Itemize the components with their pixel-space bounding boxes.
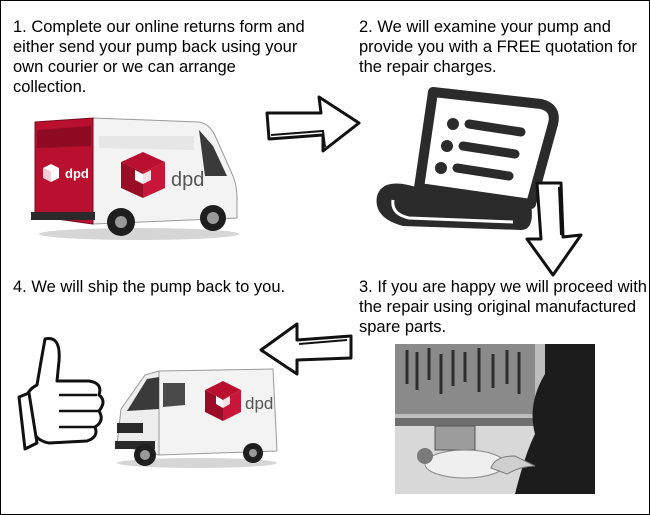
van-logo-text-side: dpd xyxy=(171,169,204,191)
step-3-text: 3. If you are happy we will proceed with… xyxy=(359,278,647,336)
thumbs-up-icon xyxy=(17,336,105,451)
delivery-van-icon: dpd xyxy=(115,368,278,468)
arrow-left-icon xyxy=(259,322,353,376)
delivery-van-icon: dpd dpd xyxy=(31,117,239,240)
document-list-icon xyxy=(376,87,559,230)
van-logo-text-rear: dpd xyxy=(65,166,89,181)
step-2-text: 2. We will examine your pump and provide… xyxy=(359,18,637,76)
arrow-right-icon xyxy=(265,95,361,153)
workshop-photo xyxy=(395,344,595,494)
arrow-down-icon xyxy=(525,181,583,277)
step-1-text: 1. Complete our online returns form and … xyxy=(13,18,305,96)
van-logo-text-front: dpd xyxy=(245,394,273,413)
step-4-text: 4. We will ship the pump back to you. xyxy=(13,278,286,296)
